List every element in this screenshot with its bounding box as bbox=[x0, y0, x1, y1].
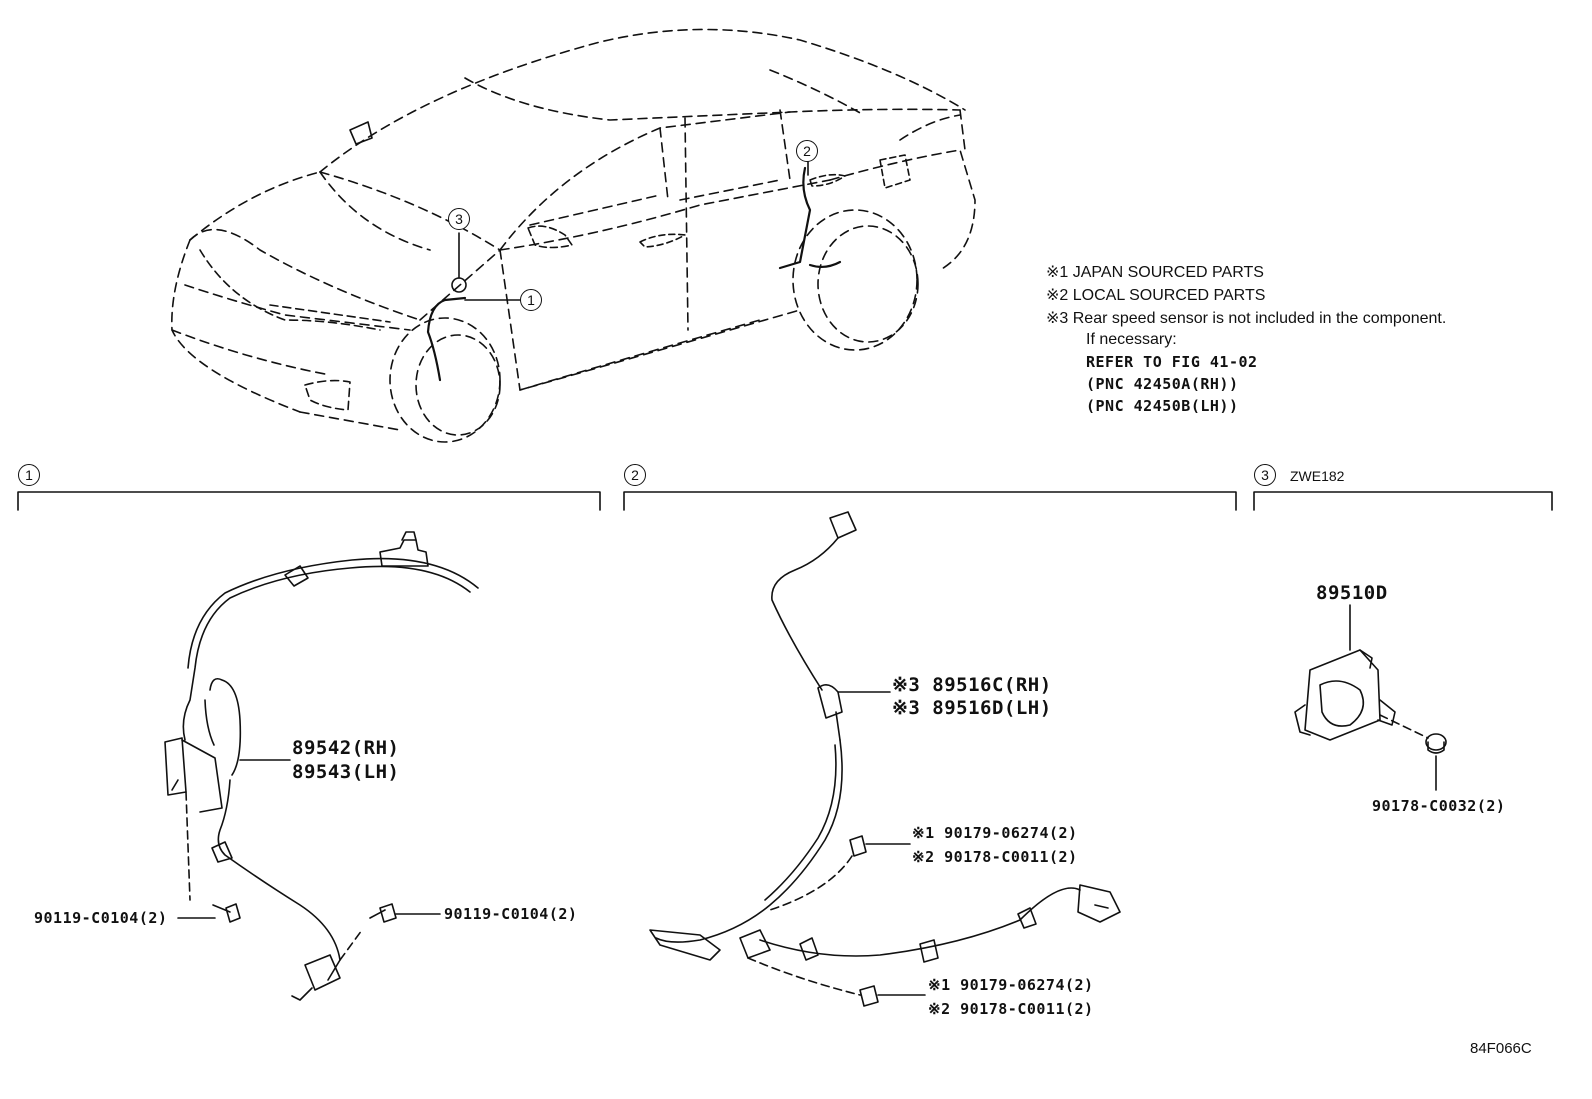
bolt-right-label: 90119-C0104(2) bbox=[444, 905, 578, 923]
rear-sensor-lh-label: ※3 89516D(LH) bbox=[892, 697, 1052, 719]
note-japan-sourced: ※1 JAPAN SOURCED PARTS bbox=[1046, 264, 1264, 281]
callout-2: 2 bbox=[796, 140, 818, 162]
callout-1: 1 bbox=[520, 289, 542, 311]
rear-speed-sensor-drawing bbox=[649, 511, 1121, 1007]
front-sensor-rh-label: 89542(RH) bbox=[292, 737, 400, 759]
front-speed-sensor-drawing bbox=[164, 531, 479, 1001]
note-if-necessary: If necessary: bbox=[1086, 331, 1177, 348]
note-refer-fig: REFER TO FIG 41-02 bbox=[1086, 353, 1258, 371]
clip-lower-japan-label: ※1 90179-06274(2) bbox=[928, 976, 1094, 994]
note-rear-sensor: ※3 Rear speed sensor is not included in … bbox=[1046, 310, 1447, 327]
section-1-bracket bbox=[17, 491, 601, 511]
note-local-sourced: ※2 LOCAL SOURCED PARTS bbox=[1046, 287, 1266, 304]
callout-3: 3 bbox=[448, 208, 470, 230]
note-pnc-lh: (PNC 42450B(LH)) bbox=[1086, 397, 1239, 415]
figure-code: 84F066C bbox=[1470, 1040, 1532, 1057]
section-2-number: 2 bbox=[624, 464, 646, 486]
section-3-number: 3 bbox=[1254, 464, 1276, 486]
section-1-number: 1 bbox=[18, 464, 40, 486]
front-sensor-lh-label: 89543(LH) bbox=[292, 761, 400, 783]
yaw-sensor-label: 89510D bbox=[1316, 582, 1388, 604]
yaw-rate-sensor-drawing bbox=[1294, 604, 1447, 791]
section-2-bracket bbox=[623, 491, 1237, 511]
bolt-left-label: 90119-C0104(2) bbox=[34, 909, 168, 927]
rear-sensor-rh-label: ※3 89516C(RH) bbox=[892, 674, 1052, 696]
car-illustration bbox=[171, 28, 976, 443]
clip-upper-local-label: ※2 90178-C0011(2) bbox=[912, 848, 1078, 866]
clip-lower-local-label: ※2 90178-C0011(2) bbox=[928, 1000, 1094, 1018]
clip-upper-japan-label: ※1 90179-06274(2) bbox=[912, 824, 1078, 842]
yaw-nut-label: 90178-C0032(2) bbox=[1372, 797, 1506, 815]
note-pnc-rh: (PNC 42450A(RH)) bbox=[1086, 375, 1239, 393]
section-3-tag: ZWE182 bbox=[1290, 468, 1345, 484]
section-3-bracket bbox=[1253, 491, 1553, 511]
